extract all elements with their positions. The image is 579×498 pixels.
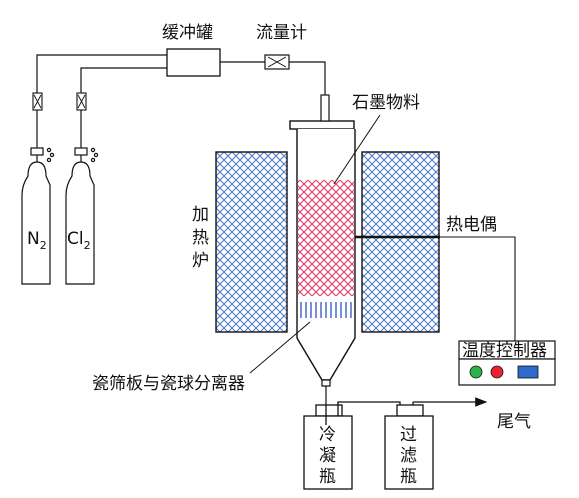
indicator-light-icon <box>469 365 483 379</box>
n2-subscript: 2 <box>40 239 47 252</box>
filter-bottle <box>384 402 434 490</box>
condenser-bottle <box>303 401 401 490</box>
svg-text:Cl2: Cl2 <box>67 229 91 252</box>
thermocouple-wire <box>440 236 516 341</box>
n2-label: N <box>27 229 40 249</box>
indicator-light-icon <box>490 365 504 379</box>
cl2-subscript: 2 <box>84 239 91 252</box>
outlet-pipe <box>321 379 331 405</box>
sieve-leader <box>249 321 311 374</box>
buffer-tank-label: 缓冲罐 <box>162 23 213 43</box>
furnace-label-2: 热 <box>192 228 209 248</box>
sieve-plate <box>300 302 352 318</box>
furnace-right-block <box>361 151 440 333</box>
furnace-left-block <box>215 151 288 333</box>
condenser-label-2: 凝 <box>319 446 336 466</box>
gas-cylinder-icon <box>65 147 99 285</box>
buffer-tank <box>166 48 221 77</box>
flowmeter-label: 流量计 <box>256 23 307 43</box>
gas-lines <box>36 54 326 155</box>
svg-text:N2: N2 <box>27 229 47 252</box>
graphite-leader <box>333 114 381 185</box>
gas-cylinder-icon <box>21 147 55 285</box>
filter-label-3: 瓶 <box>400 467 417 487</box>
graphite-label: 石墨物料 <box>352 93 420 113</box>
tail-gas-label: 尾气 <box>497 412 531 432</box>
furnace-label-1: 加 <box>192 205 209 225</box>
graphite-material <box>298 180 354 296</box>
filter-label-1: 过 <box>400 425 417 445</box>
thermocouple-label: 热电偶 <box>446 215 497 235</box>
valve-icon <box>76 92 87 111</box>
sieve-label: 瓷筛板与瓷球分离器 <box>92 374 245 394</box>
flowmeter <box>264 54 290 70</box>
valve-icon <box>32 92 43 111</box>
cl2-label: Cl <box>67 229 84 249</box>
condenser-label-1: 冷 <box>319 425 336 445</box>
indicator-light-icon <box>517 365 539 379</box>
condenser-label-3: 瓶 <box>319 467 336 487</box>
furnace-label-3: 炉 <box>192 251 209 271</box>
controller-label: 温度控制器 <box>462 341 547 361</box>
filter-label-2: 滤 <box>400 446 417 466</box>
temperature-controller <box>458 340 556 386</box>
